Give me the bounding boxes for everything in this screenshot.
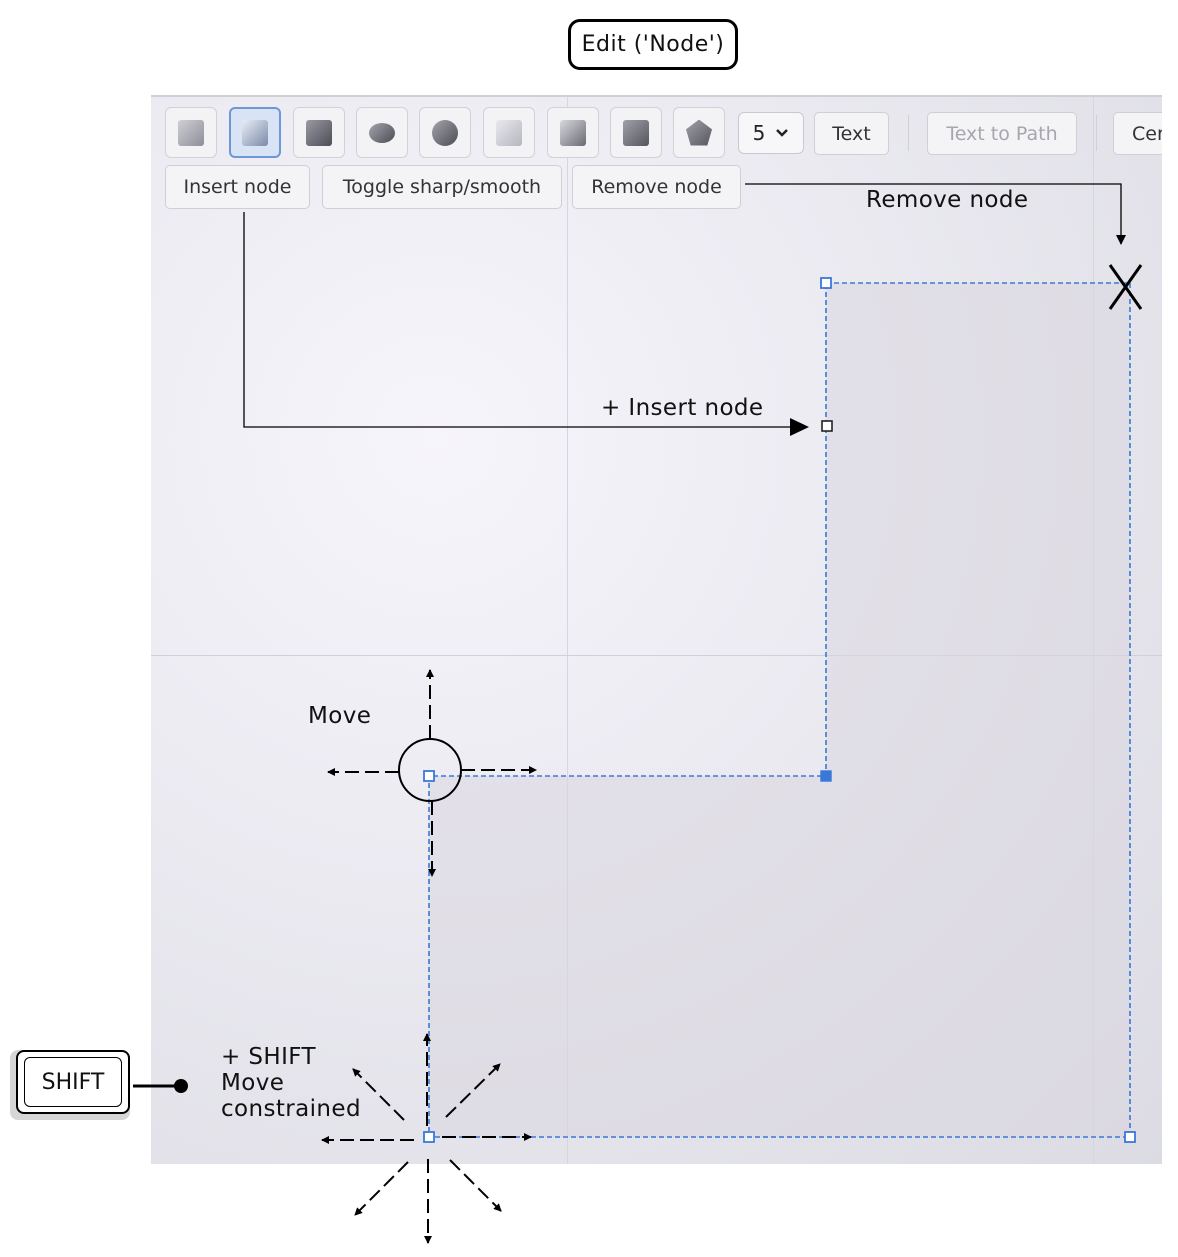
shift-key-cap: SHIFT <box>24 1057 122 1107</box>
tool-select-button[interactable] <box>165 107 217 158</box>
text-tool-label: Text <box>832 122 871 145</box>
tool-circle-button[interactable] <box>419 107 471 158</box>
text-to-path-label: Text to Path <box>946 122 1058 145</box>
insert-node-label: Insert node <box>183 176 292 198</box>
line-icon <box>496 119 522 146</box>
shift-annotation-line3: constrained <box>221 1095 361 1122</box>
circle-icon <box>432 119 458 146</box>
freehand-icon <box>623 119 649 146</box>
remove-node-annotation: Remove node <box>866 187 1029 213</box>
edited-shape-path[interactable] <box>428 282 1131 1138</box>
text-to-path-button[interactable]: Text to Path <box>927 112 1077 155</box>
node-handle-top-left[interactable] <box>820 277 832 289</box>
toolbar-divider <box>1096 115 1097 151</box>
node-select-icon <box>242 119 268 146</box>
move-direction-arrows <box>327 669 537 877</box>
select-arrow-icon <box>178 119 204 146</box>
tool-line-button[interactable] <box>483 107 535 158</box>
shift-connector-dot <box>174 1079 188 1093</box>
node-handle-inserted[interactable] <box>821 420 833 432</box>
tool-freehand-button[interactable] <box>610 107 662 158</box>
toggle-sharp-smooth-button[interactable]: Toggle sharp/smooth <box>322 165 562 209</box>
remove-node-x-mark <box>1108 264 1143 310</box>
insert-node-arrowhead <box>790 418 809 436</box>
node-handle-move[interactable] <box>423 770 435 782</box>
polygon-sides-select[interactable]: 5 <box>738 112 804 154</box>
insert-node-annotation: + Insert node <box>601 395 764 421</box>
guide-line-horizontal <box>151 655 1162 656</box>
remove-node-button[interactable]: Remove node <box>572 165 741 209</box>
node-handle-inner-corner[interactable] <box>820 770 832 782</box>
toolbar-divider <box>908 115 909 151</box>
guide-line-vertical <box>567 97 568 1164</box>
center-button[interactable]: Cer <box>1113 112 1162 155</box>
tool-rectangle-button[interactable] <box>293 107 345 158</box>
center-label: Cer <box>1132 122 1162 145</box>
node-handle-bottom-right[interactable] <box>1124 1131 1136 1143</box>
remove-node-callout-line <box>745 183 1126 245</box>
shift-key-label: SHIFT <box>41 1069 105 1095</box>
tool-ellipse-button[interactable] <box>356 107 408 158</box>
rectangle-icon <box>306 119 332 146</box>
page-title: Edit ('Node') <box>568 19 738 70</box>
ellipse-icon <box>369 122 395 143</box>
toggle-sharp-smooth-label: Toggle sharp/smooth <box>342 176 542 198</box>
chevron-down-icon <box>776 129 789 137</box>
shift-annotation-line1: + SHIFT <box>221 1044 316 1070</box>
path-icon <box>560 119 586 146</box>
constrained-move-arrows <box>321 1033 532 1244</box>
node-handle-bottom-left[interactable] <box>423 1131 435 1143</box>
insert-node-button[interactable]: Insert node <box>165 165 310 209</box>
remove-node-label: Remove node <box>591 176 722 198</box>
insert-node-callout-line <box>243 212 805 428</box>
page-title-text: Edit ('Node') <box>581 32 725 57</box>
move-annotation: Move <box>308 703 372 729</box>
text-tool-button[interactable]: Text <box>814 112 889 155</box>
tool-path-button[interactable] <box>547 107 599 158</box>
shift-annotation: + SHIFT Move constrained <box>221 1044 361 1122</box>
tool-polygon-button[interactable] <box>673 107 725 158</box>
shift-annotation-line2: Move <box>221 1069 285 1096</box>
polygon-sides-value: 5 <box>752 121 766 145</box>
tool-node-button[interactable] <box>229 107 281 158</box>
